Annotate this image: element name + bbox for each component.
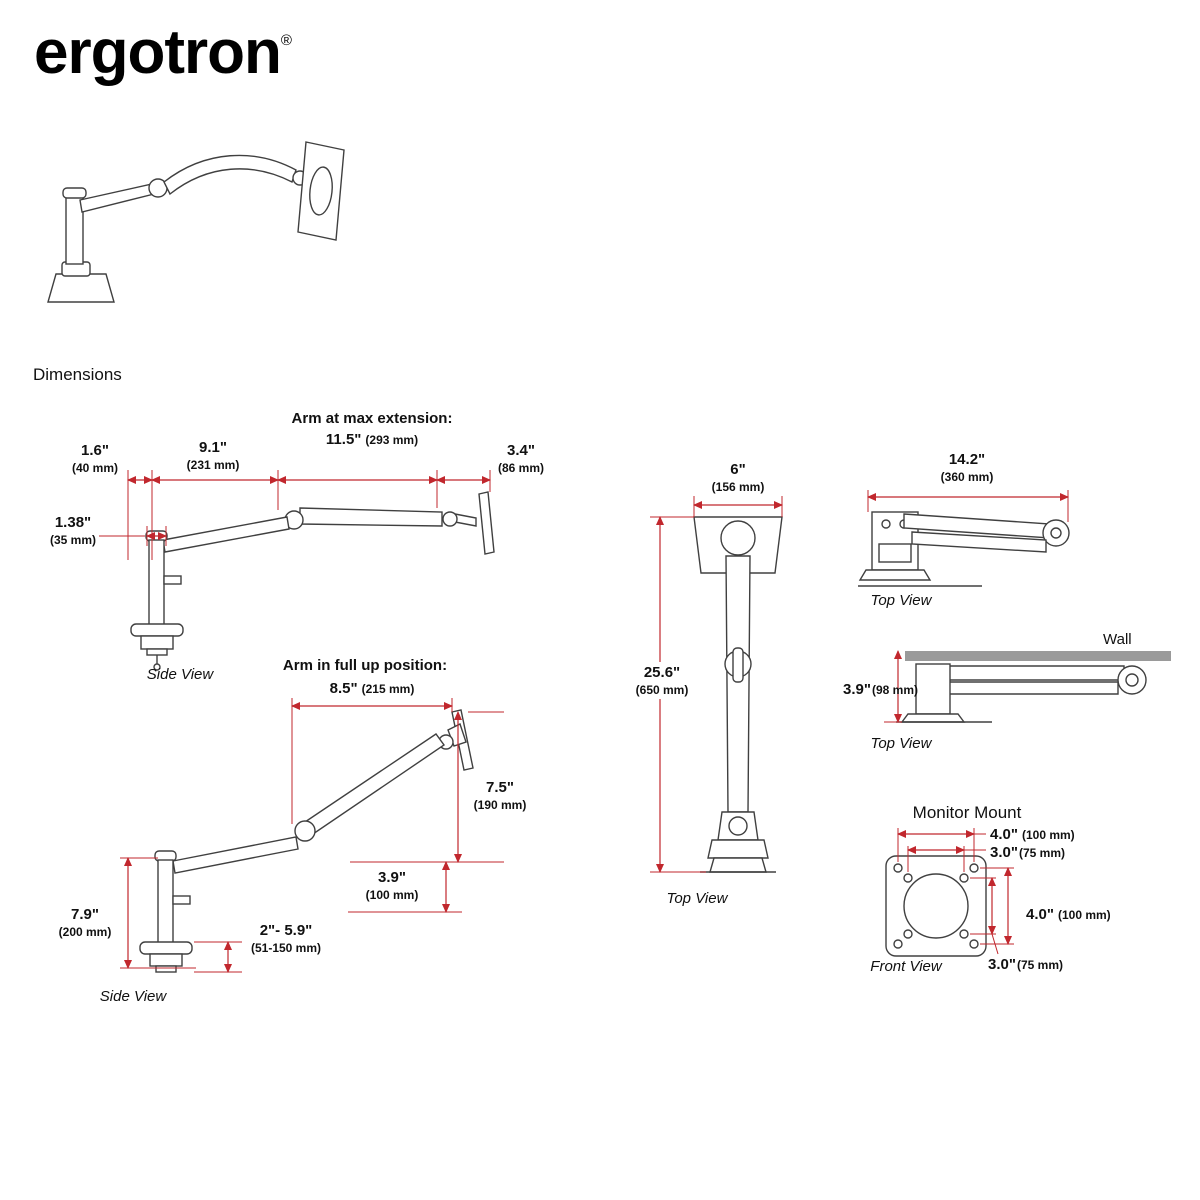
dim-hole-width-75: 3.0"(75 mm) — [990, 844, 1065, 861]
dim-clamp-range: 2"- 5.9" (51-150 mm) — [250, 922, 322, 955]
top-view-right-drawing — [858, 511, 1070, 587]
full-up-title: Arm in full up position: — [282, 657, 448, 674]
wall-bar — [905, 651, 1171, 661]
dim-extension: 11.5"(293 mm) — [325, 431, 419, 448]
side-view-up-dimensions — [120, 698, 504, 973]
wall-label: Wall — [1103, 631, 1132, 648]
wall-top-view-drawing — [896, 651, 1171, 723]
top-view-label-right: Top View — [870, 592, 932, 609]
dim-offset: 1.6" (40 mm) — [71, 442, 119, 475]
side-view-max-dimensions — [98, 470, 491, 560]
ergotron-logo: ergotron® — [34, 22, 292, 84]
dim-hole-height-75: 3.0"(75 mm) — [988, 956, 1063, 973]
dim-hole-width-100: 4.0"(100 mm) — [990, 826, 1075, 843]
monitor-mount-drawing — [885, 855, 987, 957]
dim-head-width: 6" (156 mm) — [711, 461, 765, 494]
top-view-label-center: Top View — [666, 890, 728, 907]
pole — [157, 859, 174, 945]
dim-pole-diameter: 1.38" (35 mm) — [46, 512, 100, 550]
top-view-center-drawing — [693, 516, 783, 873]
pole — [148, 539, 165, 627]
monitor-mount-dimensions — [897, 828, 1014, 955]
side-view-label-max: Side View — [146, 666, 214, 683]
desk-base — [139, 941, 193, 955]
dim-low-offset: 3.9" (100 mm) — [365, 869, 419, 902]
front-view-label: Front View — [870, 958, 942, 975]
dim-arm-length: 9.1" (231 mm) — [186, 439, 240, 472]
registered-mark: ® — [280, 32, 292, 49]
dim-total-length: 25.6" (650 mm) — [632, 662, 692, 700]
dim-pole-height: 7.9" (200 mm) — [58, 906, 112, 939]
dim-wall-depth: 3.9"(98 mm) — [843, 681, 918, 698]
brand-wordmark: ergotron — [34, 18, 282, 87]
monitor-plate — [478, 491, 495, 555]
desk-base — [130, 623, 184, 637]
side-view-max-drawing — [130, 491, 495, 671]
dim-hole-height-100: 4.0"(100 mm) — [1026, 906, 1111, 923]
top-view-right-dimensions — [867, 490, 1069, 522]
side-view-label-up: Side View — [99, 988, 167, 1005]
dim-lift-height: 7.5" (190 mm) — [473, 779, 527, 812]
wall-top-view-dimensions — [884, 650, 902, 723]
dim-top-reach: 8.5"(215 mm) — [329, 680, 415, 697]
dim-reach: 14.2" (360 mm) — [940, 451, 994, 484]
dimensions-heading: Dimensions — [33, 365, 122, 384]
max-extension-title: Arm at max extension: — [291, 410, 453, 427]
monitor-mount-title: Monitor Mount — [912, 803, 1022, 822]
top-view-label-wall: Top View — [870, 735, 932, 752]
dim-end-depth: 3.4" (86 mm) — [497, 442, 545, 475]
product-illustration — [47, 141, 345, 303]
